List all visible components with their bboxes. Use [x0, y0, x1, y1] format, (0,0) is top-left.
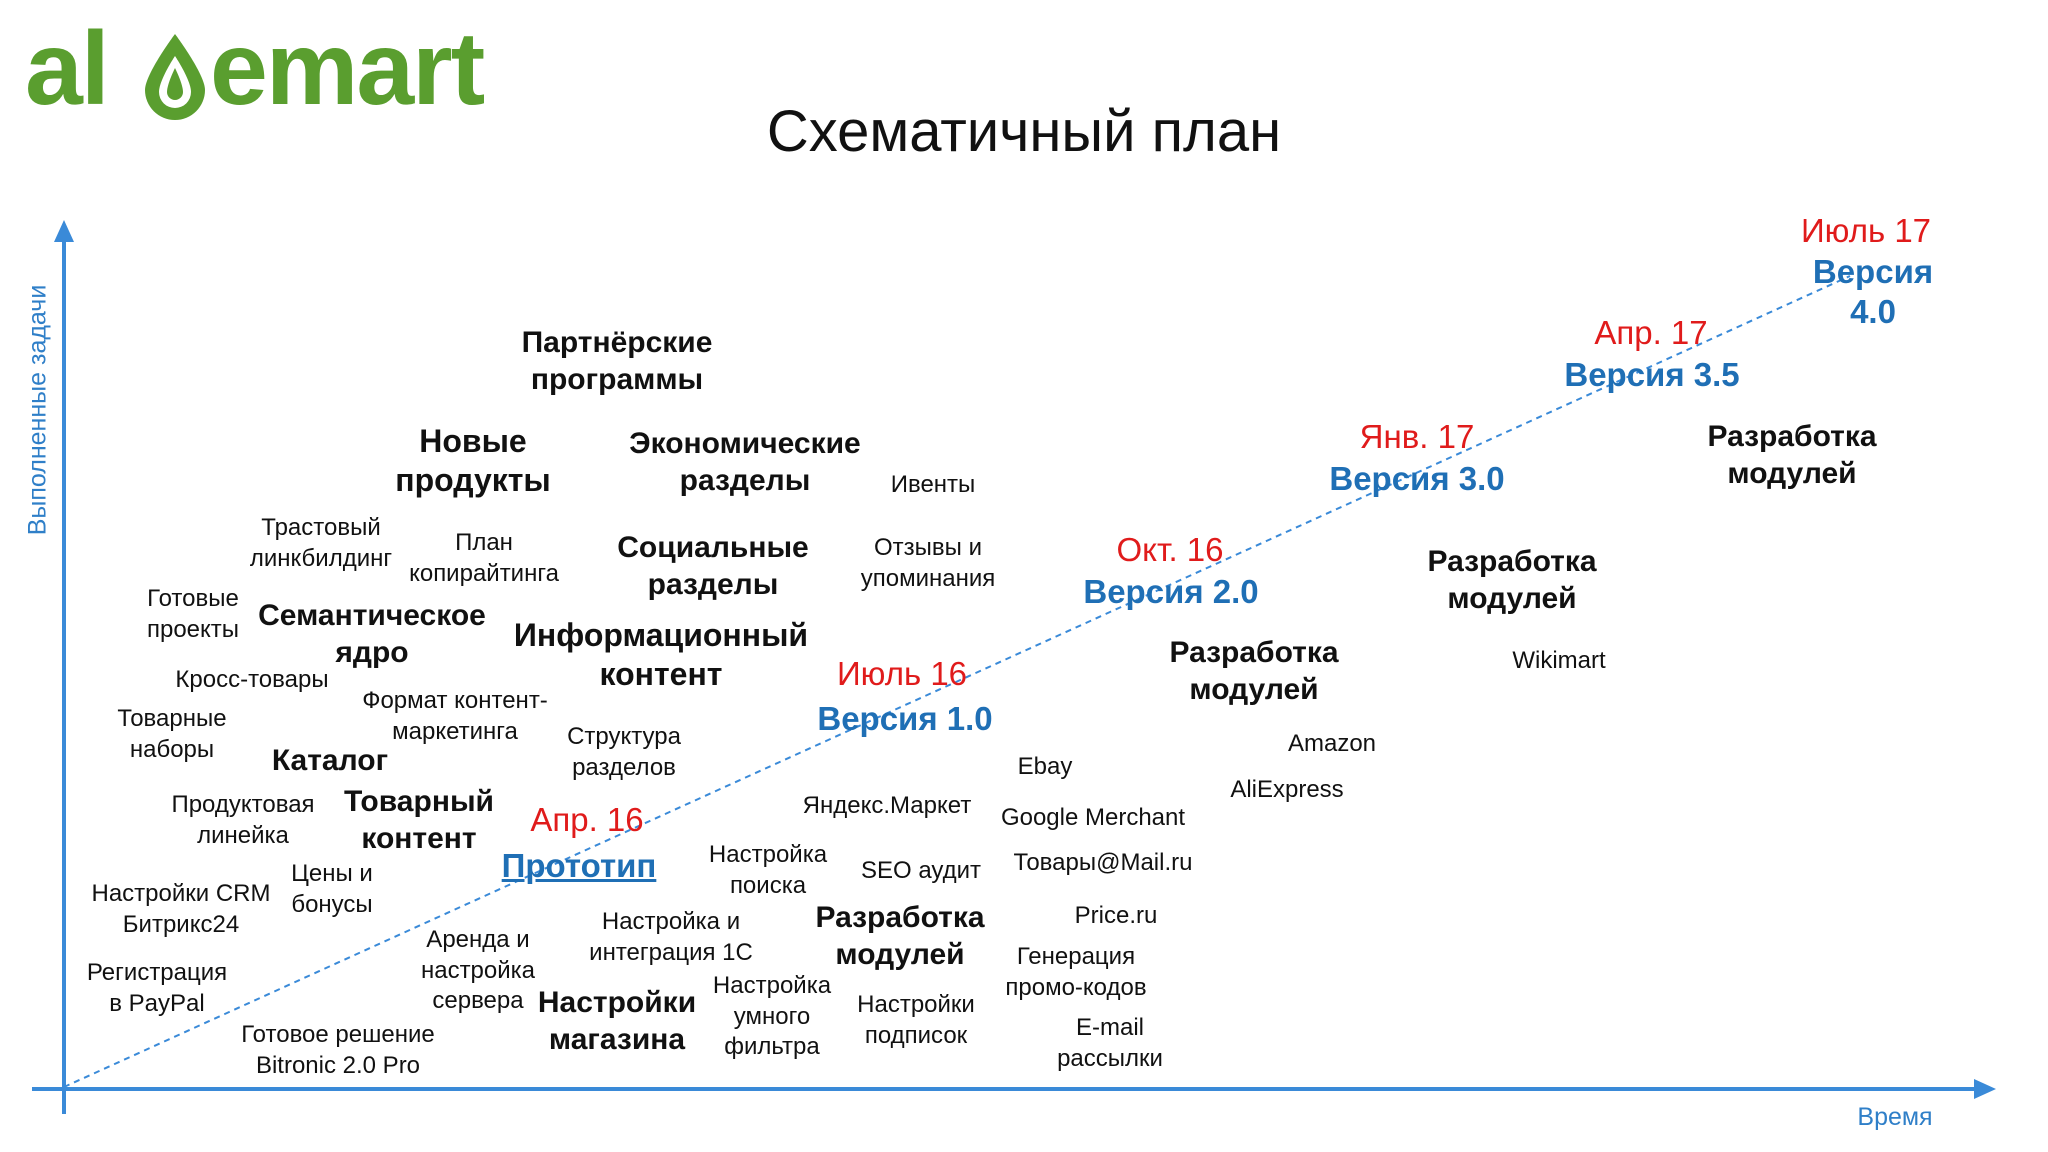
- task-ready-solution: Готовое решение Bitronic 2.0 Pro: [241, 1021, 435, 1079]
- task-product-content: Товарный контент: [344, 785, 494, 855]
- task-social-sections: Социальные разделы: [617, 531, 809, 601]
- milestone-date-jul17: Июль 17: [1800, 212, 1932, 249]
- trend-line: [63, 275, 1851, 1088]
- task-product-line: Продуктовая линейка: [171, 791, 315, 849]
- task-ready-projects: Готовые проекты: [146, 585, 240, 643]
- task-cross-products: Кросс-товары: [175, 666, 329, 693]
- task-module-development-4: Разработка модулей: [1707, 420, 1877, 490]
- milestone-version-4-0: Версия 4.0: [1812, 253, 1934, 330]
- task-email-newsletters: E-mail рассылки: [1057, 1014, 1163, 1072]
- task-info-content: Информационный контент: [513, 617, 809, 693]
- y-axis-arrow-icon: [54, 220, 74, 242]
- task-section-structure: Структура разделов: [567, 723, 681, 781]
- task-trust-linkbuilding: Трастовый линкбилдинг: [249, 514, 393, 572]
- task-paypal-registration: Регистрация в PayPal: [86, 959, 228, 1017]
- svg-text:emart: emart: [210, 12, 485, 124]
- x-axis-label: Время: [1857, 1103, 1933, 1131]
- task-subscriptions: Настройки подписок: [857, 991, 975, 1049]
- y-axis-label: Выполненные задачи: [23, 284, 52, 536]
- task-partner-programs: Партнёрские программы: [521, 326, 713, 396]
- task-semantic-core: Семантическое ядро: [258, 599, 486, 669]
- task-copywriting-plan: План копирайтинга: [409, 529, 559, 587]
- task-economic-sections: Экономические разделы: [629, 427, 861, 497]
- milestone-date-apr16: Апр. 16: [530, 801, 644, 838]
- task-product-bundles: Товарные наборы: [117, 705, 227, 763]
- x-axis-arrow-icon: [1974, 1079, 1996, 1099]
- task-smart-filter: Настройка умного фильтра: [712, 972, 832, 1061]
- task-module-development-2: Разработка модулей: [1169, 636, 1339, 706]
- aloemart-logo: al emart: [25, 12, 487, 124]
- task-events: Ивенты: [890, 471, 976, 498]
- svg-text:al: al: [25, 12, 108, 124]
- task-server-rent: Аренда и настройка сервера: [420, 926, 536, 1015]
- milestone-version-1-0: Версия 1.0: [817, 700, 993, 737]
- task-prices-bonuses: Цены и бонусы: [291, 860, 373, 918]
- task-ebay: Ebay: [1017, 753, 1073, 780]
- task-search-setup: Настройка поиска: [708, 841, 828, 899]
- task-reviews: Отзывы и упоминания: [860, 534, 996, 592]
- task-google-merchant: Google Merchant: [1000, 804, 1186, 831]
- milestone-version-prototype-link[interactable]: Прототип: [501, 847, 657, 884]
- task-crm-settings: Настройки CRM Битрикс24: [91, 880, 271, 938]
- task-new-products: Новые продукты: [395, 423, 551, 499]
- task-wikimart: Wikimart: [1512, 647, 1606, 674]
- task-catalog: Каталог: [271, 744, 389, 777]
- task-content-marketing-format: Формат контент- маркетинга: [362, 687, 548, 745]
- task-mail-ru: Товары@Mail.ru: [1013, 849, 1193, 876]
- milestone-version-3-0: Версия 3.0: [1329, 460, 1505, 497]
- page-title: Схематичный план: [766, 99, 1282, 164]
- milestone-version-3-5: Версия 3.5: [1564, 356, 1740, 393]
- milestone-date-jan17: Янв. 17: [1359, 418, 1475, 455]
- task-1c-integration: Настройка и интеграция 1С: [589, 908, 753, 966]
- task-aliexpress: AliExpress: [1230, 776, 1344, 803]
- task-promo-codes: Генерация промо-кодов: [1005, 943, 1147, 1001]
- task-module-development-1: Разработка модулей: [815, 901, 985, 971]
- task-yandex-market: Яндекс.Маркет: [802, 792, 972, 819]
- task-module-development-3: Разработка модулей: [1427, 545, 1597, 615]
- milestone-date-jul16: Июль 16: [836, 655, 968, 692]
- task-amazon: Amazon: [1287, 730, 1377, 757]
- milestone-version-2-0: Версия 2.0: [1083, 573, 1259, 610]
- task-price-ru: Price.ru: [1074, 902, 1158, 929]
- milestone-date-apr17: Апр. 17: [1594, 314, 1708, 351]
- task-seo-audit: SEO аудит: [860, 857, 982, 884]
- milestone-date-oct16: Окт. 16: [1116, 531, 1224, 568]
- task-shop-settings: Настройки магазина: [537, 986, 697, 1056]
